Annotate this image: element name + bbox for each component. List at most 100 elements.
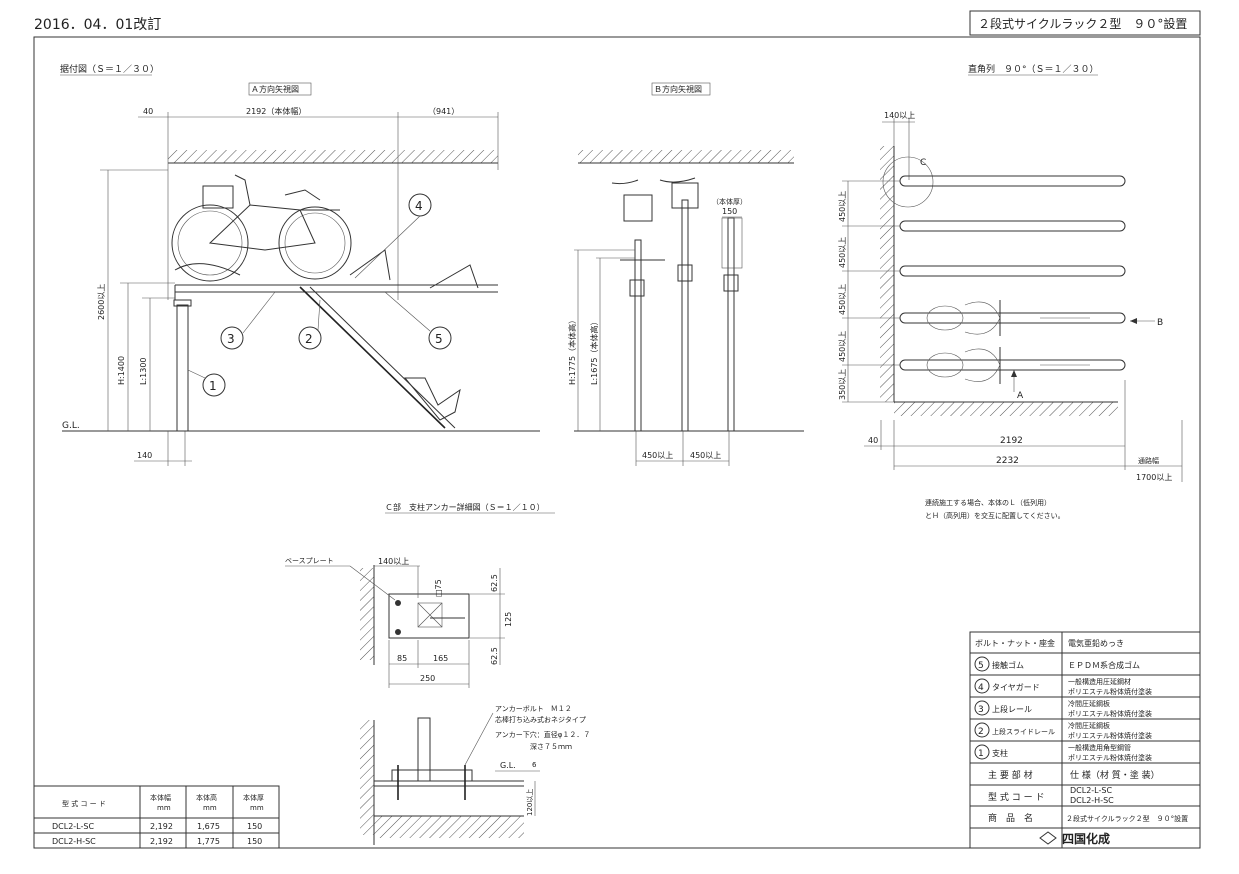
bolt-line-1: アンカーボルト Ｍ１２ <box>495 705 572 713</box>
main-parts-label: 主 要 部 材 <box>988 769 1033 781</box>
spec-5: ＥＰＤＭ系合成ゴム <box>1068 660 1140 670</box>
spec-2-line2: ポリエステル粉体焼付塗装 <box>1068 731 1152 740</box>
spec-part-4: タイヤガード <box>992 682 1040 692</box>
model-header-code: 型 式 コ ー ド <box>62 799 106 808</box>
plan-view-drawing: C 140以上 450以上 450以上 450以上 450以上 350以上 B <box>838 111 1183 520</box>
spec-bolt: 電気亜鉛めっき <box>1068 638 1124 648</box>
spec-3-line1: 冷間圧延鋼板 <box>1068 699 1110 708</box>
bolt-line-2: 芯棒打ち込み式おネジタイプ <box>495 715 586 724</box>
anchor-dim-6: 6 <box>532 761 537 769</box>
drawing-title: ２段式サイクルラック２型 ９０°設置 <box>978 16 1187 31</box>
row1-depth: 150 <box>247 822 262 831</box>
dim-2600: 2600以上 <box>97 284 106 320</box>
model-header-width: 本体幅 <box>150 793 171 802</box>
anchor-dim-85: 85 <box>397 654 407 663</box>
callout-1: 1 <box>209 379 217 393</box>
spec-table: ボルト・ナット・座金 電気亜鉛めっき 5 接触ゴム ＥＰＤＭ系合成ゴム 4 タイ… <box>969 631 1201 849</box>
bolt-line-3: アンカー下穴：直径φ１２．７ <box>495 730 590 739</box>
spec-header-label: 仕 様（材 質・塗 装） <box>1070 769 1160 781</box>
spec-2-line1: 冷間圧延鋼板 <box>1068 721 1110 730</box>
spec-no-4: 4 <box>978 683 984 693</box>
spec-part-bolt: ボルト・ナット・座金 <box>975 638 1055 648</box>
note-line-1: 連続施工する場合、本体のＬ（低列用） <box>925 498 1051 507</box>
model-header-height-unit: mm <box>203 804 217 812</box>
bolt-line-4: 深さ７５ｍｍ <box>530 742 572 751</box>
b-dim-l1675: L:1675（本体高） <box>589 317 599 385</box>
model-header-width-unit: mm <box>157 804 171 812</box>
spec-no-2: 2 <box>978 727 984 737</box>
model-code-2: DCL2-H-SC <box>1070 796 1114 805</box>
spec-part-5: 接触ゴム <box>992 660 1024 670</box>
spec-no-5: 5 <box>978 661 984 671</box>
dim-140: 140 <box>137 451 152 460</box>
revision-date: 2016．04．01改訂 <box>34 17 161 33</box>
anchor-heading: Ｃ部 支柱アンカー詳細図（Ｓ＝１／１０） <box>385 502 545 512</box>
view-b-label: Ｂ方向矢視図 <box>654 84 702 94</box>
spec-1-line2: ポリエステル粉体焼付塗装 <box>1068 753 1152 762</box>
spec-3-line2: ポリエステル粉体焼付塗装 <box>1068 709 1152 718</box>
model-header-height: 本体高 <box>196 793 217 802</box>
plan-dim-450-3: 450以上 <box>838 284 847 315</box>
row1-width: 2,192 <box>150 822 173 831</box>
plan-dim-1700: 1700以上 <box>1136 473 1172 482</box>
row1-height: 1,675 <box>197 822 220 831</box>
anchor-dim-120: 120以上 <box>525 789 534 816</box>
company-logo: 四国化成 <box>1062 831 1110 846</box>
view-a-label: Ａ方向矢視図 <box>251 84 299 94</box>
plan-a-label: A <box>1017 391 1024 401</box>
anchor-dim-165: 165 <box>433 654 448 663</box>
plan-dim-2192: 2192 <box>1000 436 1023 446</box>
b-body-thickness: （本体厚） <box>712 197 747 206</box>
dim-40: 40 <box>143 107 153 116</box>
b-dim-450a: 450以上 <box>642 451 673 460</box>
view-a-drawing: 40 2192（本体幅） （941） 2600以上 H:1400 L:1300 … <box>62 106 540 466</box>
plan-dim-450-2: 450以上 <box>838 237 847 268</box>
title-box <box>969 10 1201 36</box>
anchor-dim-140: 140以上 <box>378 557 409 566</box>
model-table: 型 式 コ ー ド 本体幅 mm 本体高 mm 本体厚 mm DCL2-L-SC… <box>33 785 280 849</box>
spec-part-1: 支柱 <box>992 748 1008 758</box>
anchor-dim-250: 250 <box>420 674 435 683</box>
plan-road-width: 通路幅 <box>1138 456 1159 465</box>
row2-width: 2,192 <box>150 837 173 846</box>
plan-c-label: C <box>920 158 926 168</box>
product-name: ２段式サイクルラック２型 ９０°設置 <box>1066 814 1188 823</box>
row2-depth: 150 <box>247 837 262 846</box>
model-header-depth-unit: mm <box>250 804 264 812</box>
model-header-depth: 本体厚 <box>243 793 264 802</box>
spec-no-1: 1 <box>978 749 984 759</box>
row2-height: 1,775 <box>197 837 220 846</box>
dim-941: （941） <box>428 107 459 116</box>
plan-dim-450-1: 450以上 <box>838 191 847 222</box>
model-code-label: 型 式 コ ー ド <box>988 791 1044 803</box>
note-line-2: とＨ（高列用）を交互に配置してください。 <box>925 511 1065 520</box>
spec-4-line1: 一般構造用圧延鋼材 <box>1068 677 1131 686</box>
gl-label: G.L. <box>62 421 80 431</box>
dim-h1400: H:1400 <box>117 356 126 385</box>
plan-heading: 直角列 ９０°（Ｓ＝１／３０） <box>968 63 1099 75</box>
dim-body-width: 2192（本体幅） <box>246 106 306 116</box>
plan-dim-140: 140以上 <box>884 111 915 120</box>
callout-4: 4 <box>415 199 423 213</box>
callout-5: 5 <box>435 332 443 346</box>
plan-dim-40: 40 <box>868 436 878 445</box>
spec-1-line1: 一般構造用角型鋼管 <box>1068 743 1131 752</box>
dim-l1300: L:1300 <box>139 357 148 385</box>
anchor-dim-125: 125 <box>504 612 513 627</box>
spec-part-3: 上段レール <box>992 704 1032 714</box>
part-callouts: 4 5 3 2 1 <box>187 193 452 397</box>
logo-icon <box>1039 831 1057 845</box>
row2-code: DCL2-H-SC <box>52 837 96 846</box>
anchor-detail-drawing: ベースプレート 140以上 □75 62.5 125 62.5 85 165 2… <box>285 557 590 845</box>
plan-dim-2232: 2232 <box>996 456 1019 466</box>
model-code-1: DCL2-L-SC <box>1070 786 1112 795</box>
view-b-drawing: 450以上 450以上 （本体厚） 150 H:1775（本体高） L:1675… <box>567 150 804 466</box>
row1-code: DCL2-L-SC <box>52 822 94 831</box>
spec-4-line2: ポリエステル粉体焼付塗装 <box>1068 687 1152 696</box>
b-dim-150: 150 <box>722 207 737 216</box>
spec-no-3: 3 <box>978 705 984 715</box>
callout-3: 3 <box>227 332 235 346</box>
callout-2: 2 <box>305 332 313 346</box>
plan-b-label: B <box>1157 318 1163 328</box>
spec-part-2: 上段スライドレール <box>992 727 1055 736</box>
